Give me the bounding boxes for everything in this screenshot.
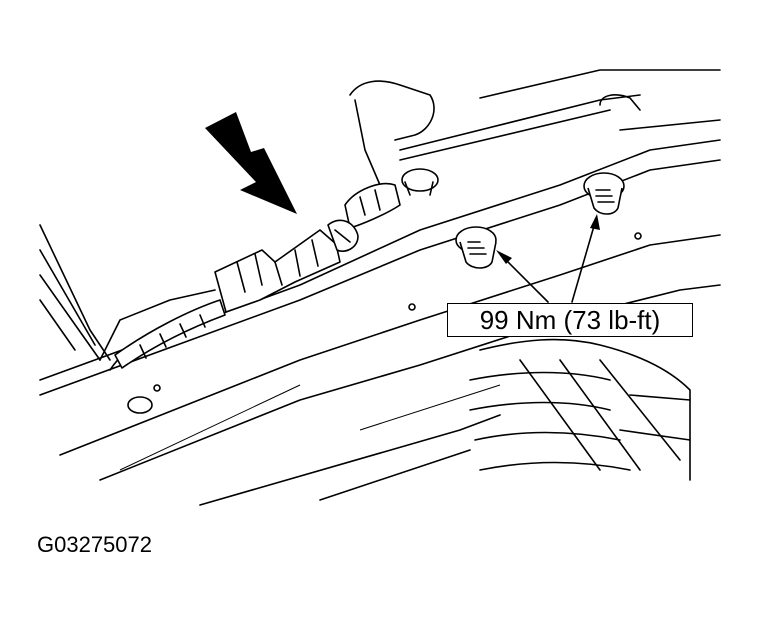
bolt-right xyxy=(583,172,625,215)
callout-leaders xyxy=(496,214,600,303)
connector xyxy=(214,219,359,313)
frame-rail xyxy=(39,139,721,506)
pointer-arrow-icon xyxy=(205,112,297,214)
upper-bolt xyxy=(401,168,439,196)
wiring-harness xyxy=(114,183,401,369)
figure-id: G03275072 xyxy=(37,532,152,557)
upper-structure xyxy=(349,69,721,186)
torque-spec-label: 99 Nm (73 lb-ft) xyxy=(447,303,693,337)
lower-components xyxy=(469,338,691,481)
frame-holes xyxy=(127,232,642,414)
bolt-left xyxy=(455,226,497,269)
